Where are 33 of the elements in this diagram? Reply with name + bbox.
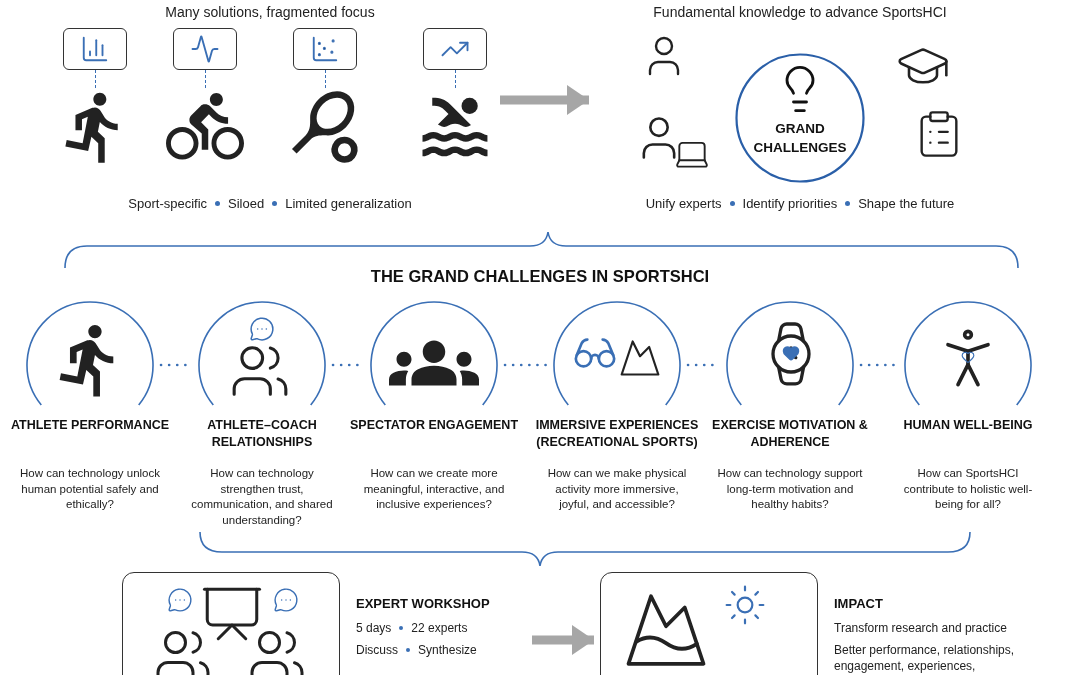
challenge-title: HUMAN WELL-BEING: [902, 417, 1034, 434]
section-heading: Fundamental knowledge to advance SportsHCI: [652, 3, 948, 22]
keyword: Siloed: [228, 195, 265, 213]
challenge-title: ATHLETE–COACH RELATIONSHIPS: [206, 417, 318, 451]
challenge-question: How can technology unlock human potential safely and ethically?: [19, 466, 161, 512]
card-text: Discuss: [356, 641, 398, 658]
keyword: Shape the future: [858, 195, 955, 213]
challenge-question: How can we create more meaningful, interactive, and inclusive experiences?: [362, 466, 506, 512]
card-heading: IMPACT: [834, 595, 884, 613]
card-text: 5 days: [356, 619, 392, 636]
challenge-question: How can technology strengthen trust, communication, and shared understanding?: [190, 466, 334, 528]
challenge-title: IMMERSIVE EXPERIENCES (RECREATIONAL SPORTS): [534, 417, 700, 451]
dotted-connector: [503, 363, 548, 367]
card-heading: EXPERT WORKSHOP: [356, 595, 491, 613]
challenge-title: SPECTATOR ENGAGEMENT: [349, 417, 519, 434]
keyword: Unify experts: [645, 195, 722, 213]
card-text: 22 experts: [411, 619, 468, 636]
card-text: Better performance, relationships, engagement, experiences,: [834, 641, 1016, 674]
keyword: Sport-specific: [128, 195, 208, 213]
keyword: Limited generalization: [285, 195, 412, 213]
challenge-question: How can SportsHCI contribute to holistic well-being for all?: [902, 466, 1034, 512]
challenge-title: EXERCISE MOTIVATION & ADHERENCE: [711, 417, 869, 451]
challenge-title: ATHLETE PERFORMANCE: [9, 417, 171, 434]
section-heading: Many solutions, fragmented focus: [164, 3, 376, 22]
card-text: Synthesize: [418, 641, 477, 658]
challenge-question: How can technology support long-term motivation and healthy habits?: [716, 466, 864, 512]
challenge-question: How can we make physical activity more immersive, joyful, and accessible?: [546, 466, 688, 512]
arrow: [532, 625, 594, 655]
arrow: [500, 85, 589, 115]
card-text: Transform research and practice: [834, 619, 1007, 636]
section-title: THE GRAND CHALLENGES IN SPORTSHCI: [369, 266, 711, 287]
circle-label: GRAND CHALLENGES: [752, 120, 848, 157]
keyword: Identify priorities: [742, 195, 838, 213]
